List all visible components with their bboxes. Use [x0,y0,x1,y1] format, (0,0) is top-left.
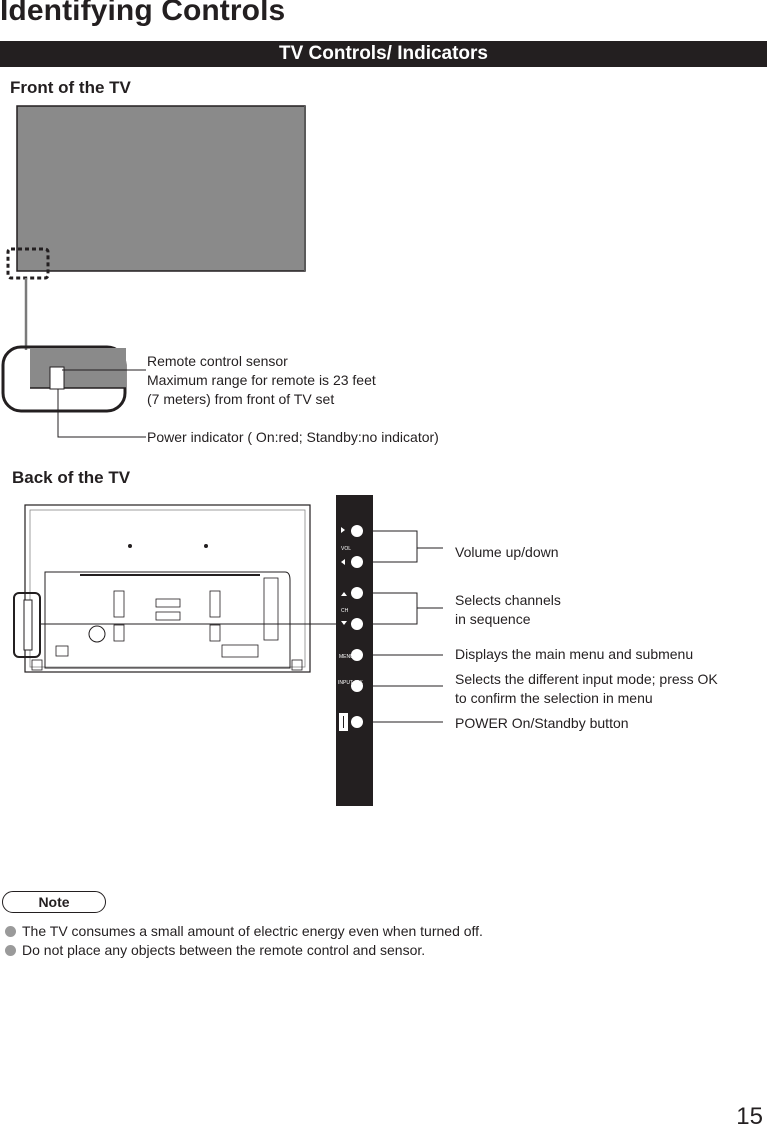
sensor-label-line3: (7 meters) from front of TV set [147,391,335,407]
input-ok-button [351,680,363,692]
panel-input-label: INPUT /OK [338,680,364,686]
control-label-power: POWER On/Standby button [455,715,629,731]
control-label-channels-line2: in sequence [455,611,531,627]
front-heading: Front of the TV [10,78,131,97]
panel-ch-label: CH [341,608,349,614]
control-label-input-line2: to confirm the selection in menu [455,690,653,706]
tv-back-illustration [13,504,336,673]
bullet-icon [5,945,16,956]
page-number: 15 [736,1103,763,1130]
ch-down-button [351,618,363,630]
panel-vol-label: VOL [341,546,351,552]
control-panel [336,495,443,806]
section-title-bar: TV Controls/ Indicators [0,41,767,67]
vol-down-arrow-icon [341,559,345,565]
note-item: The TV consumes a small amount of electr… [4,922,483,941]
control-label-channels-line1: Selects channels [455,592,561,608]
control-label-volume: Volume up/down [455,544,559,560]
control-label-input-line1: Selects the different input mode; press … [455,671,718,687]
tv-front-illustration [1,105,306,438]
note-item: Do not place any objects between the rem… [4,941,483,960]
ch-up-button [351,587,363,599]
sensor-label-line2: Maximum range for remote is 23 feet [147,372,376,388]
ch-down-arrow-icon [341,621,347,625]
menu-button [351,649,363,661]
note-list: The TV consumes a small amount of electr… [4,922,483,960]
bullet-icon [5,926,16,937]
note-heading: Note [2,891,106,913]
vol-down-button [351,556,363,568]
power-indicator-label: Power indicator ( On:red; Standby:no ind… [147,429,439,445]
back-heading: Back of the TV [12,468,131,487]
sensor-label-line1: Remote control sensor [147,353,288,369]
vol-up-arrow-icon [341,527,345,533]
ch-up-arrow-icon [341,592,347,596]
page-title: Identifying Controls [0,0,286,27]
vol-up-button [351,525,363,537]
panel-menu-label: MENU [339,654,354,660]
power-button [351,716,363,728]
control-label-menu: Displays the main menu and submenu [455,646,694,662]
